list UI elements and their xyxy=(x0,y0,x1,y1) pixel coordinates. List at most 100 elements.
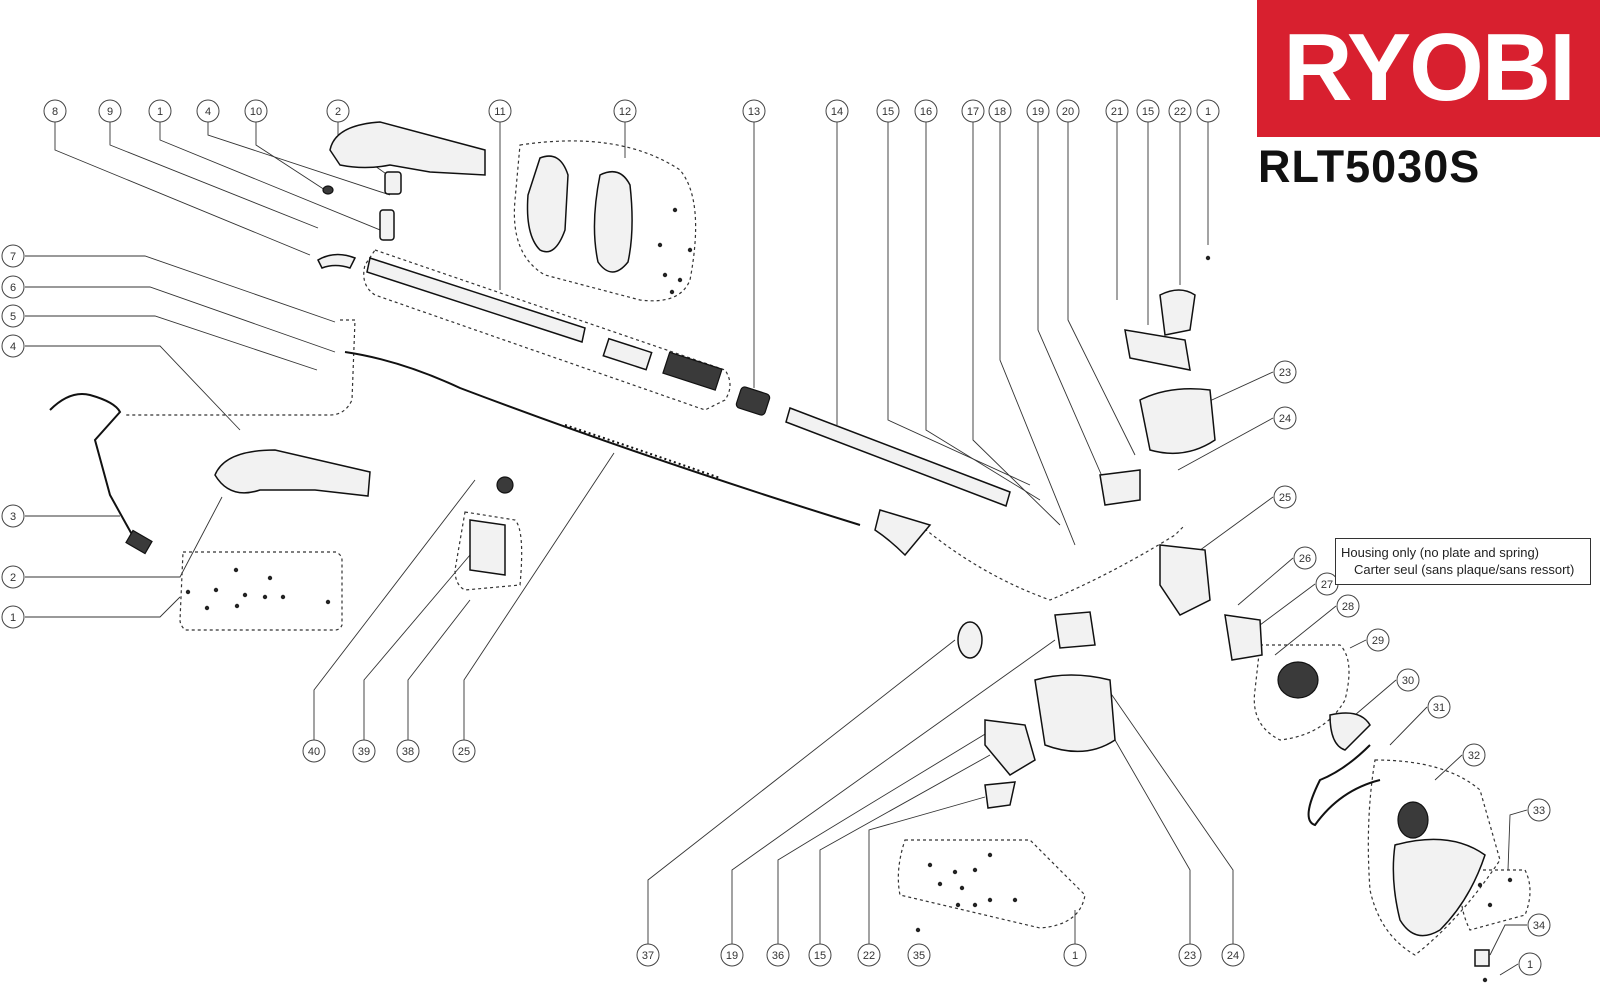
callout-39: 39 xyxy=(352,739,376,763)
model-number: RLT5030S xyxy=(1258,141,1481,192)
coupling-nut xyxy=(735,386,771,416)
callout-8: 8 xyxy=(43,99,67,123)
callout-label: 19 xyxy=(726,950,738,962)
callout-circle xyxy=(1178,943,1202,967)
callout-29: 29 xyxy=(1366,628,1390,652)
callout-38: 38 xyxy=(396,739,420,763)
callout-circle xyxy=(1273,360,1297,384)
note-line-2: Carter seul (sans plaque/sans ressort) xyxy=(1354,562,1575,577)
lower-guard xyxy=(1392,838,1486,937)
callout-label: 1 xyxy=(157,106,163,118)
note-line-1: Housing only (no plate and spring) xyxy=(1341,545,1540,560)
callout-circle xyxy=(825,99,849,123)
callout-label: 15 xyxy=(1142,106,1154,118)
callout-36: 36 xyxy=(766,943,790,967)
callout-label: 8 xyxy=(52,106,58,118)
callout-circle xyxy=(1,565,25,589)
callout-17: 17 xyxy=(961,99,985,123)
callout-circle xyxy=(488,99,512,123)
callout-label: 28 xyxy=(1342,601,1354,613)
callout-9: 9 xyxy=(98,99,122,123)
callout-circle xyxy=(1462,743,1486,767)
callout-label: 12 xyxy=(619,106,631,118)
callout-31: 31 xyxy=(1427,695,1451,719)
callout-label: 19 xyxy=(1032,106,1044,118)
callout-24: 24 xyxy=(1273,406,1297,430)
callout-1: 1 xyxy=(1,605,25,629)
callout-23: 23 xyxy=(1273,360,1297,384)
callout-7: 7 xyxy=(1,244,25,268)
callout-2: 2 xyxy=(1,565,25,589)
callout-circle xyxy=(907,943,931,967)
wire-guide xyxy=(1307,744,1381,827)
callout-label: 16 xyxy=(920,106,932,118)
callout-circle xyxy=(1,275,25,299)
callout-circle xyxy=(352,739,376,763)
callout-label: 15 xyxy=(814,950,826,962)
callout-circle xyxy=(1,334,25,358)
clip xyxy=(1474,949,1490,967)
callout-circle xyxy=(1273,485,1297,509)
knob xyxy=(496,476,514,494)
callout-32: 32 xyxy=(1462,743,1486,767)
callout-14: 14 xyxy=(825,99,849,123)
handle-half-bottom xyxy=(214,449,371,497)
callout-label: 17 xyxy=(967,106,979,118)
callout-label: 4 xyxy=(10,341,16,353)
callout-label: 21 xyxy=(1111,106,1123,118)
callout-circle xyxy=(1,504,25,528)
callout-label: 1 xyxy=(1205,106,1211,118)
screws xyxy=(185,207,1513,983)
plug xyxy=(125,529,153,555)
power-cord xyxy=(49,393,136,541)
callout-circle xyxy=(1,605,25,629)
callout-label: 2 xyxy=(335,106,341,118)
callout-circle xyxy=(1,244,25,268)
callout-11: 11 xyxy=(488,99,512,123)
callout-label: 2 xyxy=(10,572,16,584)
callout-19: 19 xyxy=(720,943,744,967)
callout-label: 39 xyxy=(358,746,370,758)
callout-13: 13 xyxy=(742,99,766,123)
callout-circle xyxy=(1105,99,1129,123)
callout-circle xyxy=(808,943,832,967)
bracket xyxy=(469,519,506,576)
callout-label: 1 xyxy=(10,612,16,624)
callout-circle xyxy=(636,943,660,967)
upper-tube xyxy=(366,257,586,343)
housing-note: Housing only (no plate and spring) Carte… xyxy=(1335,538,1591,585)
callout-circle xyxy=(452,739,476,763)
parts xyxy=(49,121,1490,967)
switch xyxy=(384,171,402,195)
callout-37: 37 xyxy=(636,943,660,967)
callout-label: 7 xyxy=(10,251,16,263)
callout-circle xyxy=(1221,943,1245,967)
callout-25: 25 xyxy=(452,739,476,763)
callout-35: 35 xyxy=(907,943,931,967)
callout-circle xyxy=(857,943,881,967)
callout-20: 20 xyxy=(1056,99,1080,123)
tube-coupler xyxy=(662,351,723,391)
callout-label: 36 xyxy=(772,950,784,962)
callout-label: 30 xyxy=(1402,675,1414,687)
head-bracket xyxy=(1124,329,1191,371)
callout-10: 10 xyxy=(244,99,268,123)
callout-label: 10 xyxy=(250,106,262,118)
callout-30: 30 xyxy=(1396,668,1420,692)
callout-circle xyxy=(98,99,122,123)
callout-1: 1 xyxy=(148,99,172,123)
callout-label: 24 xyxy=(1279,413,1291,425)
callout-label: 11 xyxy=(494,106,505,118)
callout-label: 31 xyxy=(1433,702,1445,714)
logo-text: RYOBI xyxy=(1283,14,1575,121)
callout-label: 20 xyxy=(1062,106,1074,118)
handle-half-top xyxy=(329,121,486,176)
callout-circle xyxy=(613,99,637,123)
callout-circle xyxy=(1336,594,1360,618)
spool-housing xyxy=(1159,544,1211,616)
callout-circle xyxy=(1273,406,1297,430)
callout-label: 6 xyxy=(10,282,16,294)
guard-right xyxy=(593,170,633,273)
